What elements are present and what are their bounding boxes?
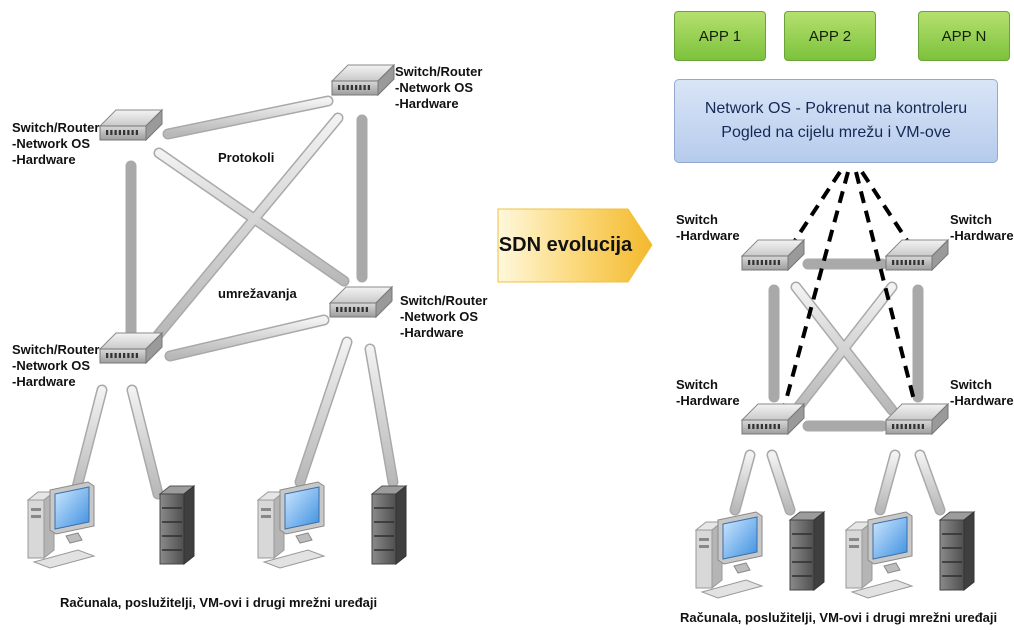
label-line: Switch (950, 212, 992, 227)
switch-icon[interactable] (884, 238, 950, 272)
label-line: -Hardware (950, 393, 1014, 408)
left-links (69, 95, 399, 501)
server-tower-icon[interactable] (938, 510, 976, 592)
app-1-box[interactable]: APP 1 (674, 11, 766, 61)
label-line: -Hardware (400, 325, 464, 340)
label-line: -Hardware (395, 96, 459, 111)
desktop-computer-icon[interactable] (844, 511, 914, 599)
sdn-evolution-label: SDN evolucija (498, 233, 633, 256)
switch-icon[interactable] (884, 402, 950, 436)
label-line: -Network OS (12, 358, 91, 373)
label-line: -Hardware (12, 152, 76, 167)
switch-icon[interactable] (98, 108, 164, 142)
desktop-computer-icon[interactable] (256, 481, 326, 569)
controller-line-2: Pogled na cijelu mrežu i VM-ove (721, 124, 951, 141)
switch-icons (98, 63, 950, 436)
control-links (783, 170, 917, 405)
server-tower-icon[interactable] (158, 484, 196, 566)
left-switch-mid-right-label: Switch/Router -Network OS -Hardware (400, 293, 487, 341)
switch-icon[interactable] (330, 63, 396, 97)
protocol-label: Protokoli (218, 150, 275, 165)
left-caption: Računala, poslužitelji, VM-ovi i drugi m… (60, 595, 378, 610)
networking-label: umrežavanja (218, 286, 297, 301)
right-switch-top-right-label: Switch -Hardware (950, 212, 1014, 244)
label-line: Switch (676, 212, 718, 227)
left-switch-bottom-left-label: Switch/Router -Network OS -Hardware (12, 342, 99, 390)
app-2-box[interactable]: APP 2 (784, 11, 876, 61)
label-line: -Hardware (950, 228, 1014, 243)
sdn-arrow (497, 208, 653, 283)
controller-line-1: Network OS - Pokrenut na kontroleru (704, 100, 968, 117)
right-links (729, 258, 946, 516)
right-switch-bottom-right-label: Switch -Hardware (950, 377, 1014, 409)
label-line: -Network OS (395, 80, 474, 95)
label-line: Switch/Router (400, 293, 488, 308)
label-line: Switch/Router (12, 342, 100, 357)
right-switch-top-left-label: Switch -Hardware (676, 212, 740, 244)
label-line: -Hardware (676, 393, 740, 408)
server-tower-icon[interactable] (370, 484, 408, 566)
label-line: -Network OS (400, 309, 479, 324)
label-line: Switch (950, 377, 992, 392)
label-line: Switch/Router (395, 64, 483, 79)
label-line: -Hardware (676, 228, 740, 243)
server-tower-icon[interactable] (788, 510, 826, 592)
desktop-computer-icon[interactable] (694, 511, 764, 599)
controller-network-os-box[interactable]: Network OS - Pokrenut na kontroleru Pogl… (674, 79, 998, 163)
switch-icon[interactable] (740, 238, 806, 272)
switch-icon[interactable] (740, 402, 806, 436)
endpoint-devices (26, 481, 976, 599)
switch-icon[interactable] (328, 285, 394, 319)
label-line: -Network OS (12, 136, 91, 151)
switch-icon[interactable] (98, 331, 164, 365)
label-line: -Hardware (12, 374, 76, 389)
right-switch-bottom-left-label: Switch -Hardware (676, 377, 740, 409)
desktop-computer-icon[interactable] (26, 481, 96, 569)
app-n-box[interactable]: APP N (918, 11, 1010, 61)
label-line: Switch (676, 377, 718, 392)
label-line: Switch/Router (12, 120, 100, 135)
right-caption: Računala, poslužitelji, VM-ovi i drugi m… (680, 610, 998, 625)
left-switch-top-right-label: Switch/Router -Network OS -Hardware (395, 64, 482, 112)
left-switch-top-left-label: Switch/Router -Network OS -Hardware (12, 120, 99, 168)
